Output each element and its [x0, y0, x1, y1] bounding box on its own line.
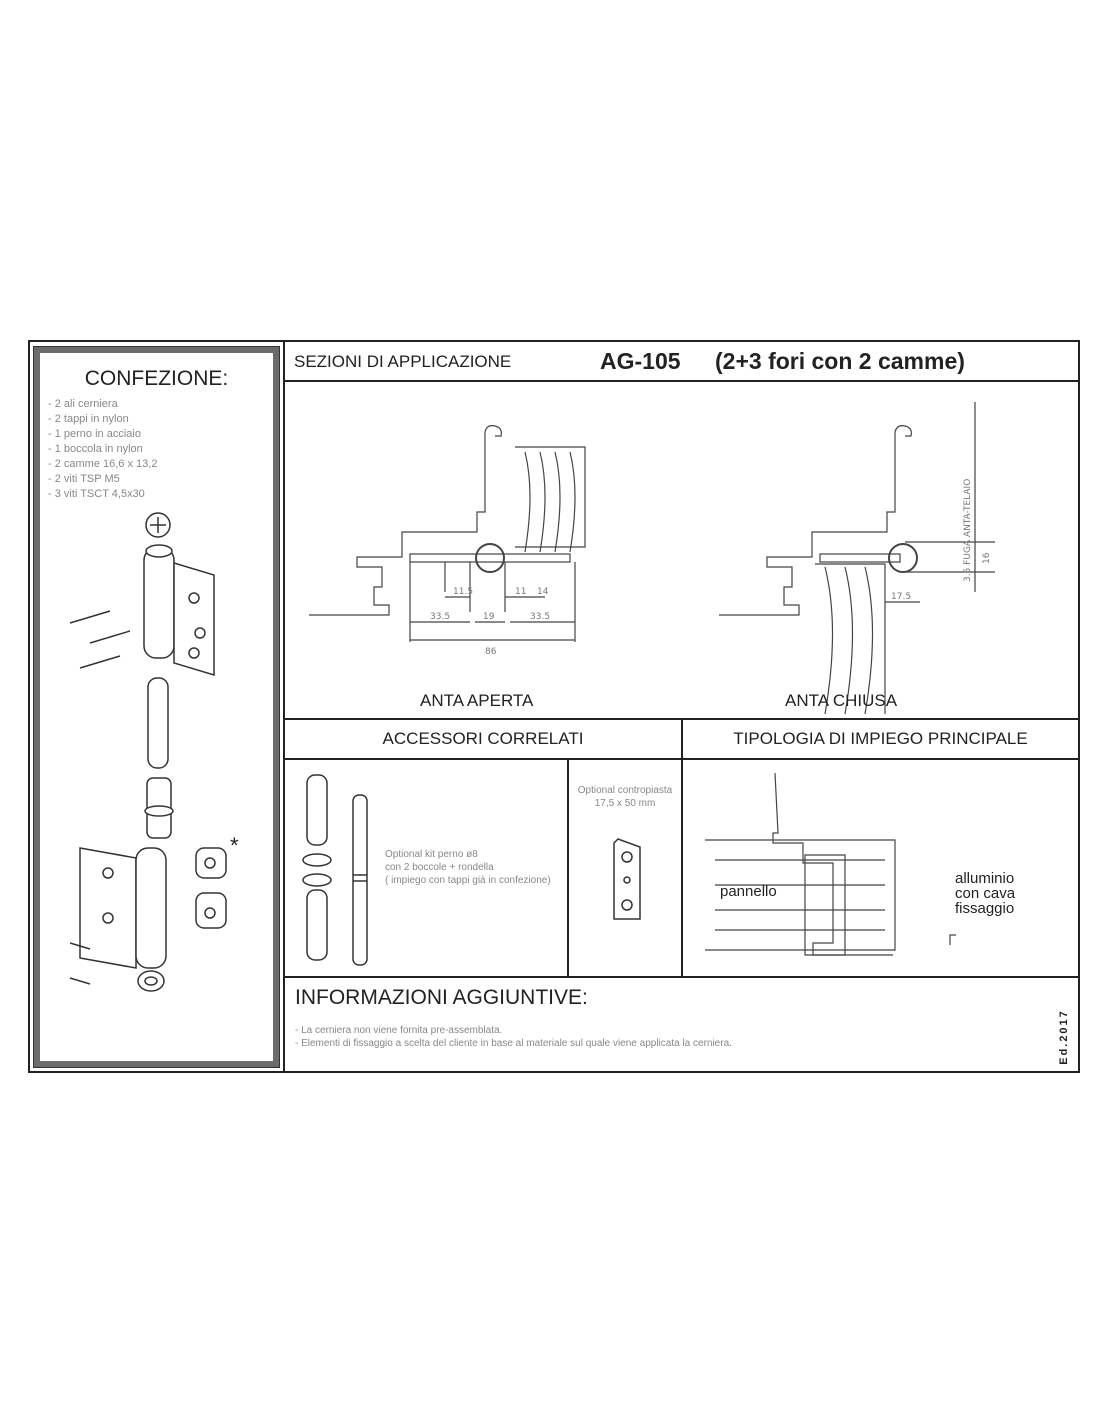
exploded-hinge-drawing	[69, 512, 227, 992]
caption-open: ANTA APERTA	[420, 691, 534, 710]
list-item: - 1 boccola in nylon	[48, 443, 143, 455]
dim-label: 33.5	[430, 612, 450, 622]
list-item: - 1 perno in acciaio	[48, 428, 141, 440]
dim-label: 86	[485, 647, 497, 657]
dim-label: 14	[537, 587, 549, 597]
datasheet-frame: CONFEZIONE: - 2 ali cerniera - 2 tappi i…	[28, 340, 1080, 1073]
asterisk-mark: *	[230, 833, 239, 858]
label-line: alluminio	[955, 870, 1015, 887]
packaging-title: CONFEZIONE:	[84, 367, 229, 390]
label-line: fissaggio	[955, 900, 1015, 917]
panel-label: pannello	[720, 883, 777, 900]
dim-label: 17.5	[891, 592, 911, 602]
pin-kit-note: Optional kit perno ø8 con 2 boccole + ro…	[385, 848, 551, 887]
list-item: - 2 viti TSP M5	[48, 473, 120, 485]
counter-plate-drawing	[613, 838, 641, 920]
dim-label: 19	[483, 612, 495, 622]
accessories-title: ACCESSORI CORRELATI	[382, 729, 584, 748]
usage-title: TIPOLOGIA DI IMPIEGO PRINCIPALE	[733, 729, 1028, 748]
divider	[681, 720, 683, 758]
list-item: - 3 viti TSCT 4,5x30	[48, 488, 145, 500]
dim-label: 33.5	[530, 612, 550, 622]
model-code: AG-105	[600, 348, 681, 374]
dim-label: 11	[515, 587, 526, 597]
note-line: 17,5 x 50 mm	[594, 798, 656, 809]
divider	[567, 760, 569, 976]
subheader-row: ACCESSORI CORRELATI TIPOLOGIA DI IMPIEGO…	[285, 720, 1078, 760]
application-sections: 11.5 11 14 33.5 19 33.5 86 3.5 FUGA ANTA…	[285, 382, 1078, 720]
list-item: - 2 camme 16,6 x 13,2	[48, 458, 158, 470]
gap-note: 3.5 FUGA ANTA-TELAIO	[963, 479, 973, 582]
edition-label: Ed.2017	[1058, 1009, 1071, 1065]
packaging-panel: CONFEZIONE: - 2 ali cerniera - 2 tappi i…	[30, 342, 285, 1071]
list-item: - Elementi di fissaggio a scelta del cli…	[295, 1038, 732, 1049]
profile-label: alluminio con cava fissaggio	[955, 871, 1015, 916]
section-title: SEZIONI DI APPLICAZIONE	[294, 352, 512, 371]
note-line: Optional contropiasta	[577, 785, 673, 796]
section-drawings: 11.5 11 14 33.5 19 33.5 86 3.5 FUGA ANTA…	[309, 402, 995, 715]
plate-note: Optional contropiasta 17,5 x 50 mm	[575, 784, 675, 810]
open-section-drawing	[309, 425, 586, 642]
divider	[681, 760, 683, 976]
list-item: - 2 tappi in nylon	[48, 413, 129, 425]
packaging-border: CONFEZIONE: - 2 ali cerniera - 2 tappi i…	[33, 346, 280, 1068]
dim-label: 11.5	[453, 587, 473, 597]
info-title: INFORMAZIONI AGGIUNTIVE:	[295, 986, 588, 1009]
accessories-row: Optional kit perno ø8 con 2 boccole + ro…	[285, 760, 1078, 978]
info-list: - La cerniera non viene fornita pre-asse…	[295, 1024, 732, 1050]
additional-info: INFORMAZIONI AGGIUNTIVE: - La cerniera n…	[285, 978, 1078, 1071]
label-line: con cava	[955, 885, 1016, 902]
usage-drawing	[705, 772, 956, 956]
caption-closed: ANTA CHIUSA	[785, 691, 898, 710]
list-item: - 2 ali cerniera	[48, 398, 118, 410]
model-description: (2+3 fori con 2 camme)	[715, 348, 965, 374]
packaging-list: - 2 ali cerniera - 2 tappi in nylon - 1 …	[48, 397, 157, 502]
list-item: - La cerniera non viene fornita pre-asse…	[295, 1025, 503, 1036]
header-bar: SEZIONI DI APPLICAZIONE AG-105 (2+3 fori…	[285, 342, 1078, 382]
pin-kit-drawing	[302, 774, 368, 966]
closed-section-drawing	[719, 402, 995, 715]
note-line: ( impiego con tappi già in confezione)	[385, 875, 551, 886]
note-line: Optional kit perno ø8	[385, 849, 478, 860]
dim-label: 16	[982, 552, 992, 564]
note-line: con 2 boccole + rondella	[385, 862, 494, 873]
